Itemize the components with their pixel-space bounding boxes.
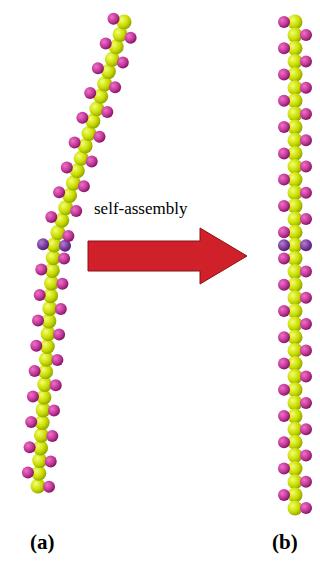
atom — [53, 186, 65, 198]
atom — [30, 340, 42, 352]
atom — [117, 57, 129, 69]
process-label: self-assembly — [94, 199, 187, 219]
atom — [78, 180, 90, 192]
atom — [58, 252, 70, 264]
atom — [55, 303, 67, 315]
atom — [92, 62, 104, 74]
atom — [278, 226, 290, 238]
atom — [300, 161, 312, 173]
atom — [94, 131, 106, 143]
atom — [51, 354, 63, 366]
atom — [24, 441, 36, 453]
atom — [278, 147, 290, 159]
atom — [61, 161, 73, 173]
atom — [278, 239, 290, 251]
atom — [300, 344, 312, 356]
atom — [50, 379, 62, 391]
atom — [278, 305, 290, 317]
atom — [84, 87, 96, 99]
atom — [300, 29, 312, 41]
atom — [278, 463, 290, 475]
atom — [108, 13, 120, 25]
atom — [125, 32, 137, 44]
atom — [29, 365, 41, 377]
atom — [278, 279, 290, 291]
atom — [300, 397, 312, 409]
atom — [53, 329, 65, 341]
atom — [278, 410, 290, 422]
atom — [278, 69, 290, 81]
atom — [278, 174, 290, 186]
atom — [27, 391, 39, 403]
atom — [300, 502, 312, 514]
block-arrow — [88, 228, 247, 284]
atom — [278, 331, 290, 343]
atom — [278, 252, 290, 264]
atom — [278, 436, 290, 448]
atom — [45, 455, 57, 467]
atom — [278, 358, 290, 370]
atom — [32, 314, 44, 326]
atom — [101, 106, 113, 118]
atom — [278, 42, 290, 54]
atom — [69, 137, 81, 149]
atom — [300, 292, 312, 304]
atom — [300, 213, 312, 225]
atom — [34, 289, 46, 301]
atom — [43, 481, 55, 493]
atom — [300, 476, 312, 488]
atom — [109, 81, 121, 93]
atom — [300, 318, 312, 330]
atom — [62, 230, 74, 242]
atom — [100, 38, 112, 50]
atom — [300, 55, 312, 67]
atom — [300, 423, 312, 435]
straight-chain — [278, 15, 312, 516]
atom — [300, 82, 312, 94]
atom — [25, 416, 37, 428]
atom — [46, 430, 58, 442]
atom — [300, 371, 312, 383]
atom — [278, 16, 290, 28]
panel-label: (a) — [30, 530, 55, 555]
atom — [278, 489, 290, 501]
atom — [35, 264, 47, 276]
atom — [300, 266, 312, 278]
atom — [278, 384, 290, 396]
atom — [300, 239, 312, 251]
atom — [45, 211, 57, 223]
atom — [300, 450, 312, 462]
atom — [278, 95, 290, 107]
atom — [56, 278, 68, 290]
atom — [278, 121, 290, 133]
atom — [70, 205, 82, 217]
panel-label: (b) — [272, 530, 298, 555]
atom — [278, 200, 290, 212]
atom — [48, 405, 60, 417]
atom — [300, 134, 312, 146]
atom — [300, 108, 312, 120]
atom — [22, 467, 34, 479]
atom — [300, 187, 312, 199]
atom — [37, 238, 49, 250]
atom — [76, 112, 88, 124]
atom — [86, 156, 98, 168]
